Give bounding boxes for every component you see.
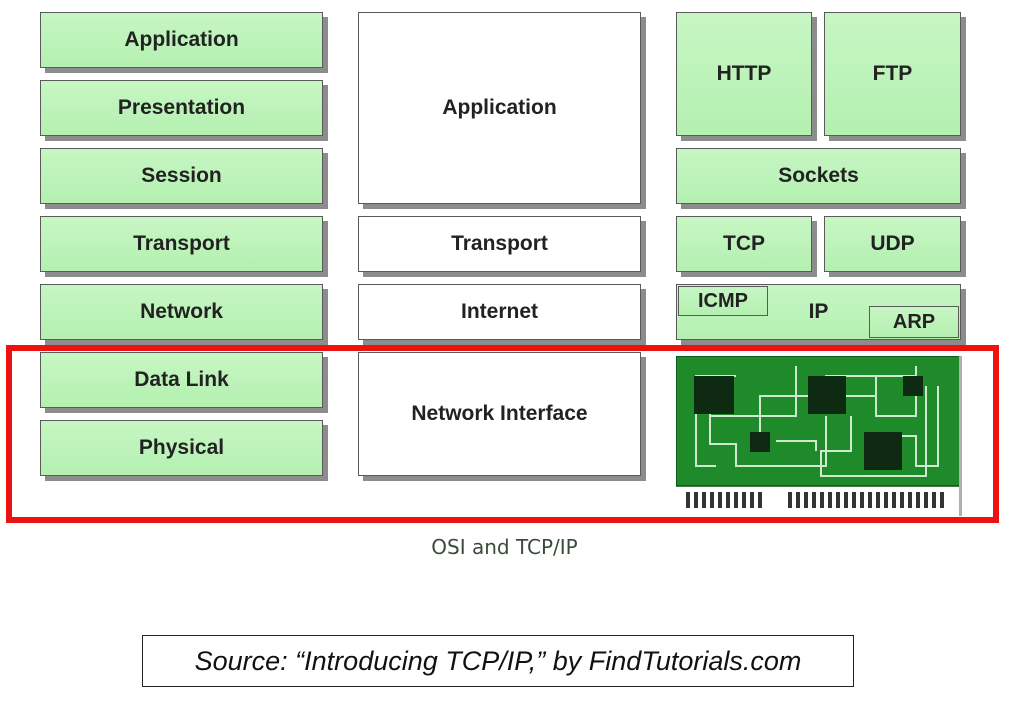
sockets-label: Sockets <box>778 164 859 187</box>
osi-network-layer: Network <box>40 284 323 340</box>
sockets-box: Sockets <box>676 148 961 204</box>
tcpip-application-label: Application <box>442 96 557 119</box>
osi-application-label: Application <box>124 28 239 51</box>
tcp-box: TCP <box>676 216 812 272</box>
arp-label: ARP <box>892 310 936 333</box>
tcpip-internet-label: Internet <box>460 300 538 323</box>
source-citation: Source: “Introducing TCP/IP,” by FindTut… <box>142 635 854 687</box>
tcpip-transport-layer: Transport <box>358 216 641 272</box>
nic-board-icon <box>676 356 962 516</box>
icmp-label: ICMP <box>698 289 748 312</box>
ip-label: IP <box>808 300 829 323</box>
osi-physical-layer: Physical <box>40 420 323 476</box>
ftp-box: FTP <box>824 12 961 136</box>
tcpip-network-interface-label: Network Interface <box>411 402 588 425</box>
udp-label: UDP <box>870 232 915 255</box>
osi-session-label: Session <box>141 164 222 187</box>
udp-box: UDP <box>824 216 961 272</box>
osi-presentation-layer: Presentation <box>40 80 323 136</box>
osi-application-layer: Application <box>40 12 323 68</box>
ftp-label: FTP <box>872 62 913 85</box>
tcpip-transport-label: Transport <box>451 232 548 255</box>
http-label: HTTP <box>716 62 772 85</box>
tcpip-internet-layer: Internet <box>358 284 641 340</box>
http-box: HTTP <box>676 12 812 136</box>
osi-network-label: Network <box>140 300 223 323</box>
tcpip-network-interface-layer: Network Interface <box>358 352 641 476</box>
source-text: Source: “Introducing TCP/IP,” by FindTut… <box>194 645 802 676</box>
osi-transport-label: Transport <box>133 232 230 255</box>
network-interface-card-image <box>676 356 962 516</box>
osi-session-layer: Session <box>40 148 323 204</box>
highlight-box <box>6 345 999 523</box>
osi-transport-layer: Transport <box>40 216 323 272</box>
tcpip-application-layer: Application <box>358 12 641 204</box>
osi-data-link-label: Data Link <box>134 368 229 391</box>
diagram-caption: OSI and TCP/IP <box>431 535 578 559</box>
osi-data-link-layer: Data Link <box>40 352 323 408</box>
tcp-label: TCP <box>723 232 765 255</box>
arp-box: ARP <box>869 306 959 338</box>
osi-presentation-label: Presentation <box>117 96 246 119</box>
icmp-box: ICMP <box>678 286 768 316</box>
osi-physical-label: Physical <box>138 436 225 459</box>
